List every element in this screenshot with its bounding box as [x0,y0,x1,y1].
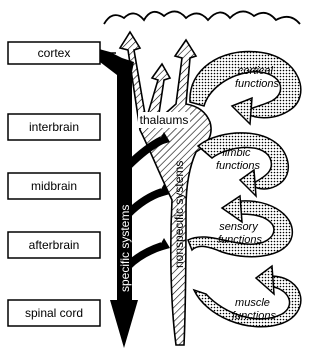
level-box-midbrain: midbrain [8,173,100,199]
specific-systems-label: specific systems [118,205,132,292]
function-label-cortical: cortical functions [235,65,280,90]
function-label-limbic: limbic functions [216,147,261,172]
specific-branch-midbrain [128,192,162,214]
function-label-muscle: muscle functions [232,297,277,322]
level-box-interbrain: interbrain [8,114,100,140]
function-label-sensory-line2: functions [218,234,263,246]
function-label-sensory: sensory functions [218,221,263,246]
cortex-outline [104,11,300,24]
function-label-limbic-line1: limbic [222,147,251,159]
specific-branch-afterbrain [128,246,162,266]
nonspecific-systems-label: nonspecific systems [172,161,186,268]
thalamus-label: thalaums [140,113,189,127]
function-label-sensory-line1: sensory [219,221,259,233]
level-label-midbrain: midbrain [31,179,77,193]
function-label-limbic-line2: functions [216,160,261,172]
level-box-afterbrain: afterbrain [8,232,100,258]
level-label-afterbrain: afterbrain [29,238,80,252]
level-label-cortex: cortex [38,46,71,60]
function-label-cortical-line2: functions [235,78,280,90]
function-label-muscle-line2: functions [232,310,277,322]
level-label-interbrain: interbrain [29,120,79,134]
level-label-spinal-cord: spinal cord [25,306,83,320]
function-label-muscle-line1: muscle [235,297,270,309]
function-label-cortical-line1: cortical [238,65,273,77]
level-box-spinal-cord: spinal cord [8,300,100,326]
level-box-cortex: cortex [8,42,100,64]
